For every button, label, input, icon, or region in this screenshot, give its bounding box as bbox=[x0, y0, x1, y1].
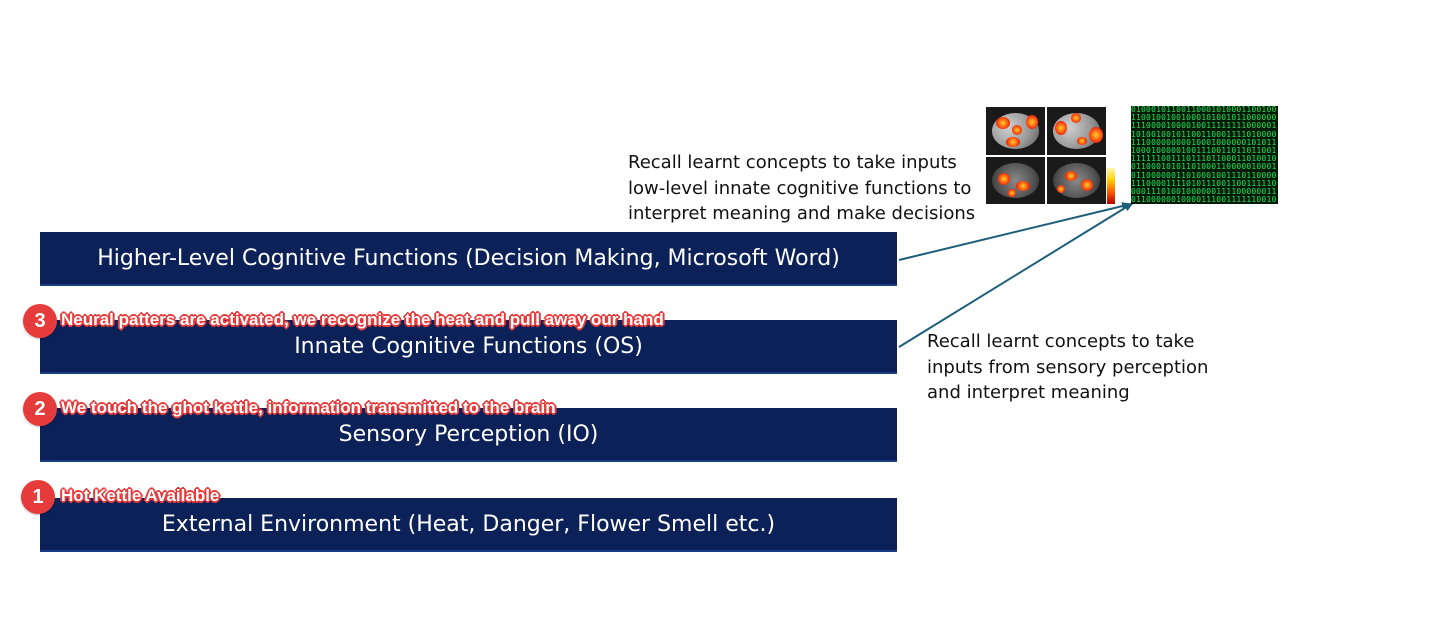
step-badge-3: 3 bbox=[23, 304, 57, 338]
layer-label: Innate Cognitive Functions (OS) bbox=[294, 333, 643, 359]
layer-label: Sensory Perception (IO) bbox=[338, 421, 599, 447]
brain-scan-image bbox=[986, 107, 1106, 204]
note-line: low-level innate cognitive functions to bbox=[628, 177, 972, 199]
step-badge-2: 2 bbox=[23, 392, 57, 426]
note-line: inputs from sensory perception bbox=[927, 356, 1209, 378]
note-line: and interpret meaning bbox=[927, 382, 1130, 403]
step-callout-3: Neural patters are activated, we recogni… bbox=[61, 310, 664, 329]
binary-code-image: 0100010110011000101000110010011001001001… bbox=[1131, 106, 1278, 204]
step-badge-1: 1 bbox=[21, 480, 55, 514]
step-callout-1: Hot Kettle Available bbox=[61, 486, 220, 505]
layer-external-environment: External Environment (Heat, Danger, Flow… bbox=[40, 498, 897, 552]
layer-higher-level-cognitive: Higher-Level Cognitive Functions (Decisi… bbox=[40, 232, 897, 286]
brain-panel bbox=[986, 156, 1045, 204]
layer-label: External Environment (Heat, Danger, Flow… bbox=[161, 511, 776, 537]
note-line: Recall learnt concepts to take bbox=[927, 331, 1195, 352]
note-higher-level: Recall learnt concepts to take inputs lo… bbox=[628, 150, 975, 227]
brain-panel bbox=[986, 107, 1045, 155]
note-line: interpret meaning and make decisions bbox=[628, 203, 976, 224]
note-line: Recall learnt concepts to take inputs bbox=[628, 152, 957, 173]
layer-innate-cognitive: Innate Cognitive Functions (OS) bbox=[40, 320, 897, 374]
step-callout-2: We touch the ghot kettle, information tr… bbox=[61, 398, 556, 417]
brain-panel bbox=[1047, 107, 1106, 155]
arrow-innate-to-images bbox=[898, 202, 1134, 348]
layer-sensory-perception: Sensory Perception (IO) bbox=[40, 408, 897, 462]
layer-label: Higher-Level Cognitive Functions (Decisi… bbox=[97, 245, 840, 271]
color-scale-bar bbox=[1107, 168, 1115, 204]
brain-panel bbox=[1047, 156, 1106, 204]
note-innate: Recall learnt concepts to take inputs fr… bbox=[927, 329, 1208, 406]
arrow-higher-to-images bbox=[898, 202, 1132, 261]
